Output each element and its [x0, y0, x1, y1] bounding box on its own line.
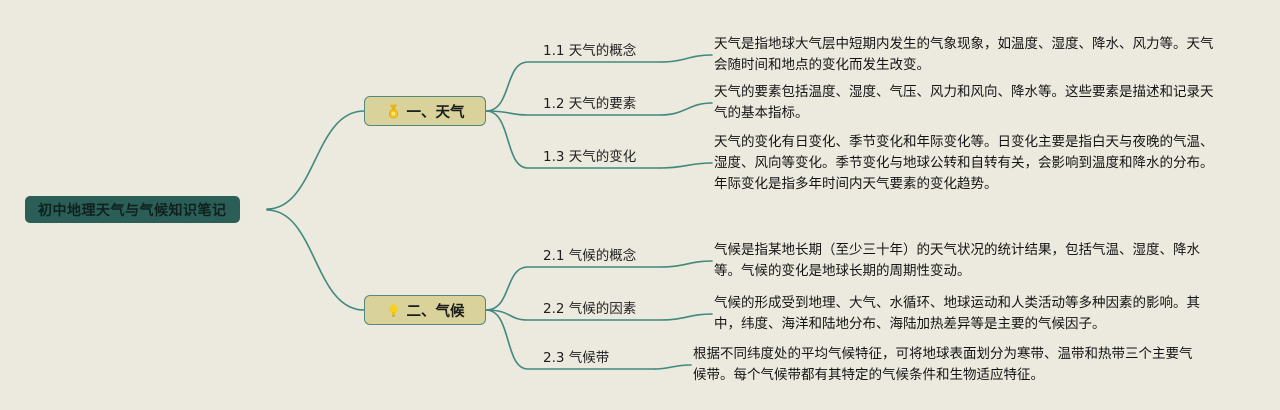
- connector: [485, 266, 661, 311]
- connector: [485, 309, 661, 321]
- branch-node-weather[interactable]: 一、天气: [364, 96, 486, 126]
- subtopic-1-1[interactable]: 1.1 天气的概念: [543, 43, 637, 59]
- subtopic-2-2[interactable]: 2.2 气候的因素: [543, 301, 637, 317]
- bulb-icon: [386, 303, 401, 318]
- root-label: 初中地理天气与气候知识笔记: [38, 202, 227, 219]
- connector: [659, 162, 713, 169]
- branch-node-climate[interactable]: 二、气候: [364, 295, 486, 325]
- connector: [654, 364, 692, 370]
- connector: [485, 309, 656, 370]
- subtopic-1-2[interactable]: 1.2 天气的要素: [543, 96, 637, 112]
- connector: [659, 313, 713, 321]
- connector: [659, 260, 713, 268]
- desc-1-3[interactable]: 天气的变化有日变化、季节变化和年际变化等。日变化主要是指白天与夜晚的气温、湿度、…: [714, 134, 1214, 192]
- connector: [485, 110, 661, 169]
- connector: [266, 209, 365, 311]
- desc-2-1[interactable]: 气候是指某地长期（至少三十年）的天气状况的统计结果，包括气温、湿度、降水等。气候…: [714, 242, 1200, 279]
- desc-2-2[interactable]: 气候的形成受到地理、大气、水循环、地球运动和人类活动等多种因素的影响。其中，纬度…: [714, 295, 1200, 332]
- root-node[interactable]: 初中地理天气与气候知识笔记: [25, 196, 240, 223]
- branch-label-climate: 二、气候: [406, 303, 465, 320]
- connector: [659, 54, 713, 63]
- subtopic-2-1[interactable]: 2.1 气候的概念: [543, 248, 637, 264]
- subtopic-1-3[interactable]: 1.3 天气的变化: [543, 149, 637, 165]
- desc-2-3[interactable]: 根据不同纬度处的平均气候特征，可将地球表面划分为寒带、温带和热带三个主要气候带。…: [693, 346, 1193, 383]
- branch-label-weather: 一、天气: [406, 104, 465, 121]
- connector: [485, 61, 661, 112]
- medal-icon: [386, 104, 401, 119]
- desc-1-1[interactable]: 天气是指地球大气层中短期内发生的气象现象，如温度、湿度、降水、风力等。天气会随时…: [714, 36, 1214, 73]
- connector: [266, 110, 365, 210]
- desc-1-2[interactable]: 天气的要素包括温度、湿度、气压、风力和风向、降水等。这些要素是描述和记录天气的基…: [714, 84, 1214, 121]
- connector: [659, 102, 713, 116]
- subtopic-2-3[interactable]: 2.3 气候带: [543, 350, 610, 366]
- connector: [485, 110, 661, 116]
